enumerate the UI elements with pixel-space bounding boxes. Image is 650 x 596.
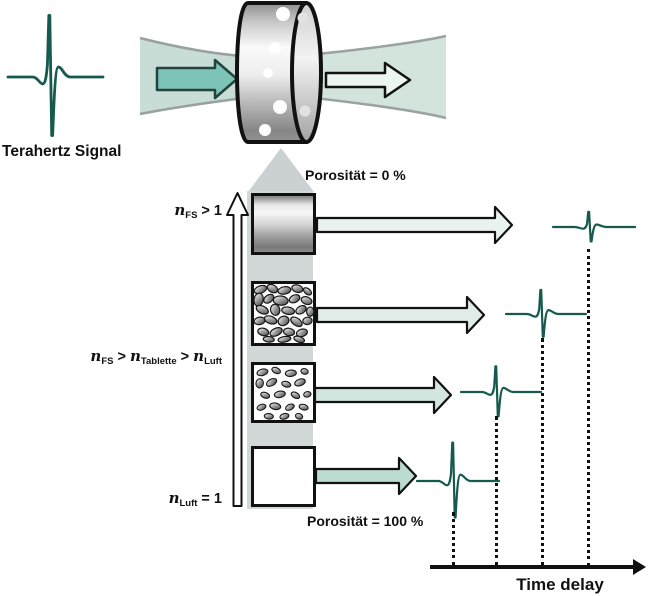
delay-marker-2 bbox=[541, 338, 544, 566]
porosity-0-label: Porosität = 0 % bbox=[305, 167, 406, 183]
input-arrow bbox=[155, 58, 239, 100]
loose-granule-texture bbox=[255, 366, 312, 420]
transmitted-arrow-1 bbox=[315, 205, 514, 245]
transmitted-arrow-2 bbox=[315, 295, 486, 335]
n-fs-label: nFS > 1 bbox=[174, 201, 222, 221]
sample-square-loose-granules bbox=[251, 362, 316, 423]
refractive-index-axis-arrow bbox=[226, 192, 249, 507]
terahertz-signal-label: Terahertz Signal bbox=[2, 143, 122, 160]
sample-square-dense-granules bbox=[251, 281, 316, 346]
delayed-pulse-2 bbox=[505, 289, 587, 338]
sample-square-porosity-100 bbox=[251, 446, 316, 507]
delay-marker-4 bbox=[452, 512, 455, 566]
delay-marker-3 bbox=[495, 416, 498, 566]
time-axis-arrowhead bbox=[633, 559, 646, 575]
delay-marker-1 bbox=[587, 249, 590, 566]
tablet-ring bbox=[235, 1, 323, 144]
delayed-pulse-1 bbox=[552, 211, 636, 242]
funnel-triangle bbox=[248, 148, 314, 192]
pore-dots bbox=[259, 7, 311, 136]
time-delay-label: Time delay bbox=[516, 575, 604, 594]
delayed-pulse-4 bbox=[416, 442, 500, 518]
n-ordering-label: nFS > nTablette > nLuft bbox=[90, 347, 222, 367]
n-luft-label: nLuft = 1 bbox=[168, 489, 222, 509]
porosity-100-label: Porosität = 100 % bbox=[307, 513, 424, 529]
beam-and-tablet-graphic bbox=[139, 1, 447, 144]
transmitted-arrow-3 bbox=[313, 375, 453, 415]
dense-granule-texture bbox=[253, 283, 315, 344]
output-arrow bbox=[324, 61, 412, 99]
sample-square-porosity-0 bbox=[251, 193, 316, 255]
transmitted-arrow-4 bbox=[314, 456, 418, 496]
time-axis bbox=[430, 559, 646, 575]
delayed-pulse-3 bbox=[460, 365, 542, 417]
terahertz-pulse-waveform bbox=[7, 14, 104, 137]
